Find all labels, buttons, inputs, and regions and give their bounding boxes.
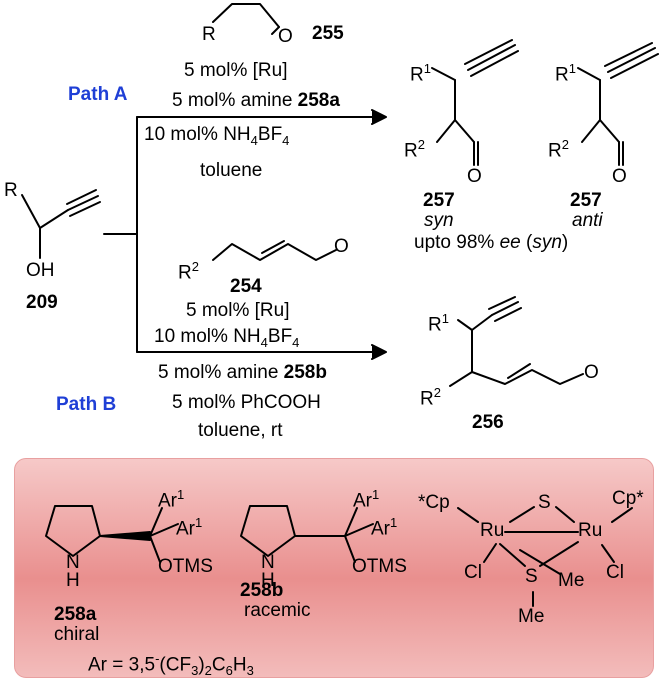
me-right: Me <box>558 570 585 591</box>
compound-256-label: 256 <box>472 412 504 433</box>
pyrrolidine-258a <box>45 505 101 557</box>
compound-255-label: 255 <box>312 23 344 44</box>
compound-257-anti-label: 257 <box>570 190 602 211</box>
cl-left: Cl <box>464 562 482 583</box>
aldehyde-255-chain <box>212 3 280 28</box>
path-a-label: Path A <box>68 84 128 105</box>
258a-desc: chiral <box>54 624 100 645</box>
path-a-salt: 10 mol% NH4BF4 <box>144 124 290 148</box>
syn-r2: R2 <box>404 137 425 162</box>
enal-254-chain <box>212 243 337 261</box>
atom-o-255: O <box>278 26 293 47</box>
258a-ar1-mid: Ar1 <box>176 515 203 540</box>
258a-ar1-top: Ar1 <box>158 487 185 512</box>
ru-right: Ru <box>578 520 603 541</box>
compound-254-label: 254 <box>230 276 262 297</box>
pyrrolidine-258b <box>240 505 296 557</box>
s-bottom: S <box>525 566 538 587</box>
alkynol-209-chain <box>21 194 69 229</box>
258a-n: N <box>66 552 80 573</box>
p256-r2: R2 <box>420 385 441 410</box>
ru-complex-bonds <box>457 507 479 523</box>
compound-257-syn-label: 257 <box>423 190 455 211</box>
258b-ar1-top: Ar1 <box>353 487 380 512</box>
p256-o: O <box>584 362 599 383</box>
ru-left: Ru <box>480 520 505 541</box>
syn-r1: R1 <box>410 61 431 86</box>
ru-cp-left: *Cp <box>418 492 450 513</box>
path-b-amine: 5 mol% amine 258b <box>158 362 327 383</box>
ar-definition: Ar = 3,5-(CF3)2C6H3 <box>88 651 254 679</box>
catalyst-legend-box <box>14 458 654 678</box>
path-b-acid: 5 mol% PhCOOH <box>172 392 321 413</box>
path-b-label: Path B <box>56 394 117 415</box>
anti-r2: R2 <box>548 137 569 162</box>
258b-n: N <box>261 552 275 573</box>
enal-254-o: O <box>334 236 349 257</box>
cl-right: Cl <box>606 562 624 583</box>
258b-h: H <box>261 570 275 591</box>
p256-r1: R1 <box>428 311 449 336</box>
ee-note: upto 98% ee (syn) <box>414 232 569 253</box>
enal-254-r2: R2 <box>178 259 199 284</box>
compound-258b-label: 258b <box>240 580 284 601</box>
atom-r-255: R <box>202 24 216 45</box>
path-a-ru: 5 mol% [Ru] <box>184 60 288 81</box>
syn-alkyne <box>467 44 516 71</box>
258a-otms: OTMS <box>158 556 213 577</box>
me-bottom: Me <box>518 606 545 627</box>
syn-o: O <box>467 166 482 187</box>
atom-oh-209: OH <box>26 260 55 281</box>
path-a-amine: 5 mol% amine 258a <box>172 90 340 111</box>
compound-209-label: 209 <box>26 292 58 313</box>
anti-alkyne <box>607 47 656 73</box>
path-b-ru: 5 mol% [Ru] <box>186 300 290 321</box>
s-top: S <box>538 492 551 513</box>
ru-cp-right: Cp* <box>612 488 644 509</box>
path-a-solvent: toluene <box>200 160 263 181</box>
alkyne-209 <box>67 195 99 211</box>
path-b-salt: 10 mol% NH4BF4 <box>154 326 300 350</box>
anti-o: O <box>612 166 627 187</box>
anti-r1: R1 <box>555 61 576 86</box>
path-b-solvent: toluene, rt <box>198 420 283 441</box>
syn-descriptor: syn <box>424 210 454 231</box>
atom-r-209: R <box>4 180 18 201</box>
anti-descriptor: anti <box>572 210 603 231</box>
258a-h: H <box>66 570 80 591</box>
p256-enal <box>471 369 584 385</box>
compound-258a-label: 258a <box>54 604 97 625</box>
258b-desc: racemic <box>244 600 311 621</box>
aldehyde-255-co <box>271 26 280 35</box>
258b-ar1-mid: Ar1 <box>371 515 398 540</box>
258b-otms: OTMS <box>352 556 407 577</box>
